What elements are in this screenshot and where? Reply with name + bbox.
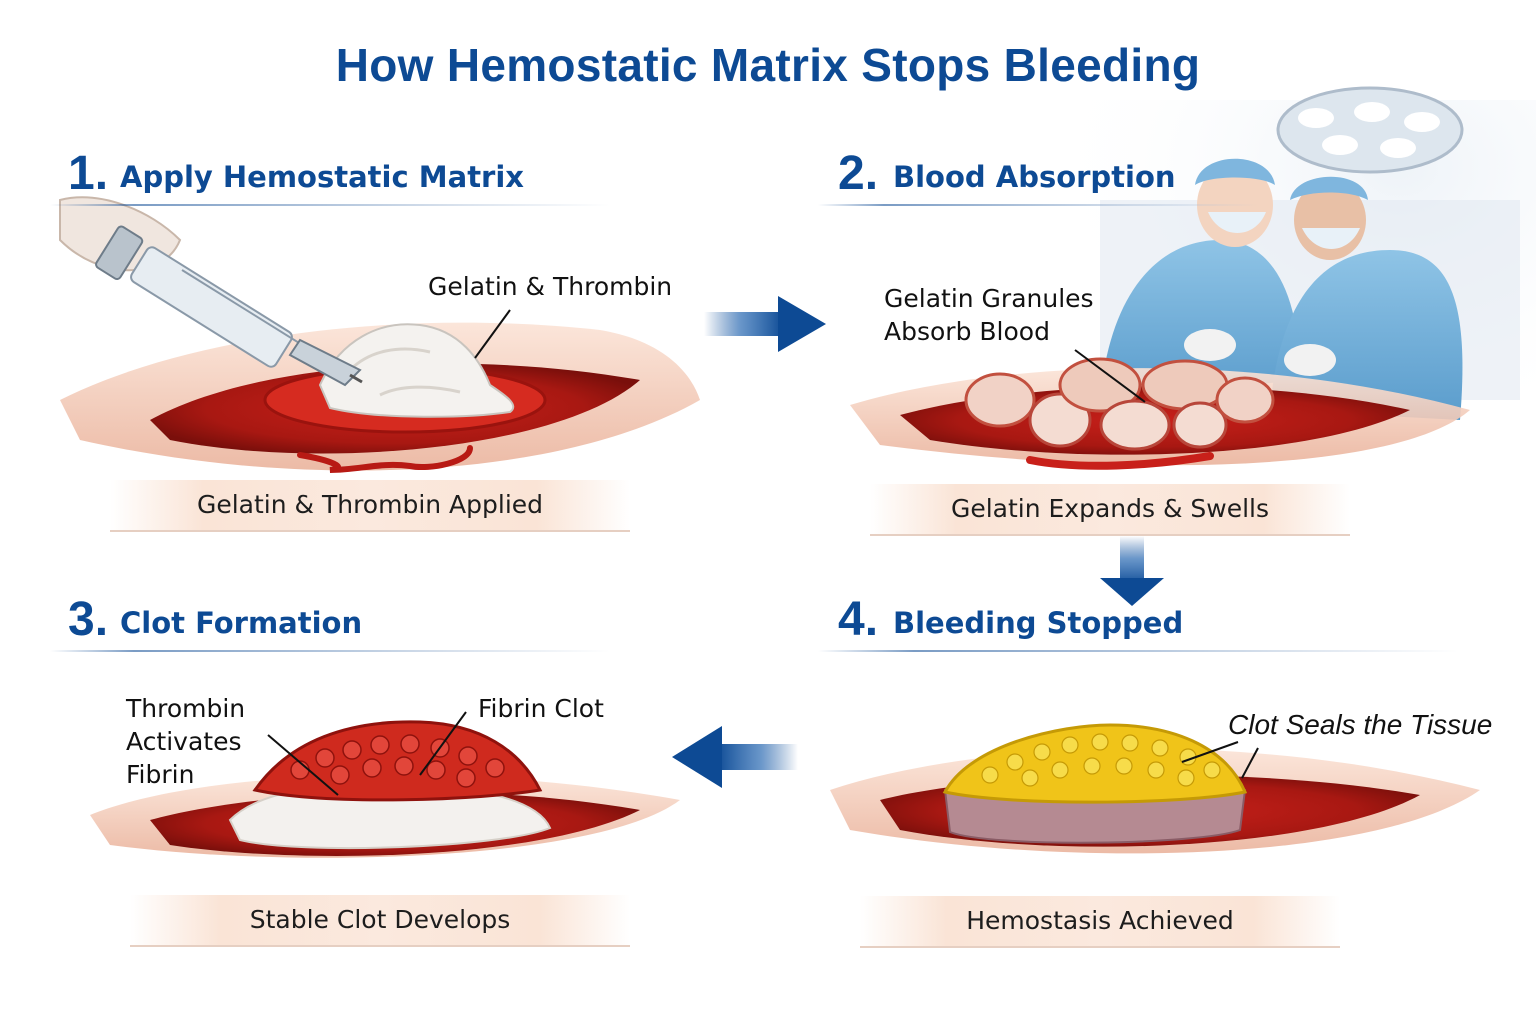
leader-line [1074,349,1146,403]
scene-clot-formation [90,711,680,858]
step-2-divider [818,204,1258,206]
leader-line [474,309,511,359]
syringe-icon [59,196,363,387]
step-2-title: Blood Absorption [893,160,1176,194]
surgeon-left-icon [1100,158,1300,400]
scene-blood-absorption [850,86,1536,470]
surgeon-right-icon [1270,176,1463,420]
arrow-down-icon [1100,536,1164,606]
step-4-header: 4. Bleeding Stopped [838,592,1398,652]
leader-line [1241,747,1259,779]
step-2-caption: Gelatin Expands & Swells [870,484,1350,536]
label-fibrin-clot: Fibrin Clot [478,694,604,723]
step-4-caption: Hemostasis Achieved [860,896,1340,948]
label-gelatin-thrombin: Gelatin & Thrombin [428,272,673,301]
step-1-header: 1. Apply Hemostatic Matrix [68,146,628,206]
label-thrombin: Thrombin [126,694,246,723]
step-1-number: 1. [68,147,109,200]
step-3-number: 3. [68,593,109,646]
step-1-divider [50,204,610,206]
label-activates: Activates [126,727,242,756]
arrow-right-icon [704,296,826,352]
label-gelatin-granules: Gelatin Granules [884,284,1094,313]
step-4-number: 4. [838,593,879,646]
step-4-divider [818,650,1458,652]
label-fibrin: Fibrin [126,760,195,789]
leader-line [1181,741,1239,763]
label-absorb-blood: Absorb Blood [884,317,1050,346]
step-3-divider [50,650,610,652]
arrow-left-icon [672,726,798,788]
leader-line [419,711,467,776]
scene-apply-matrix [59,196,700,473]
step-4-title: Bleeding Stopped [893,606,1184,640]
gelatin-granules [964,357,1275,470]
page-title: How Hemostatic Matrix Stops Bleeding [335,39,1201,91]
leader-line [267,734,339,796]
step-3-caption: Stable Clot Develops [130,895,630,947]
label-clot-seals-tissue: Clot Seals the Tissue [1228,709,1493,740]
step-2-number: 2. [838,147,879,200]
step-2-header: 2. Blood Absorption [838,146,1398,206]
scene-bleeding-stopped [830,723,1480,854]
gelatin-mound [318,323,515,418]
surgical-light-icon [1276,86,1464,174]
step-3-header: 3. Clot Formation [68,592,628,652]
step-1-title: Apply Hemostatic Matrix [120,160,525,194]
step-1-caption: Gelatin & Thrombin Applied [110,480,630,532]
step-3-title: Clot Formation [120,606,363,640]
